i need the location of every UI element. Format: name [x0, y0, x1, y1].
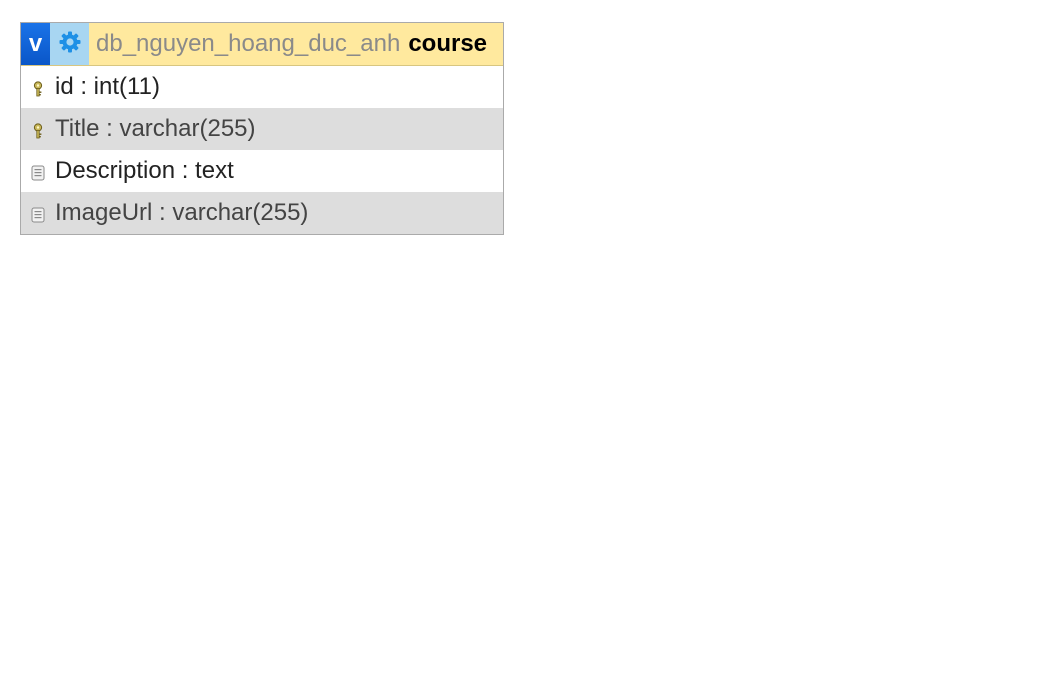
- column-label: ImageUrl : varchar(255): [55, 199, 309, 226]
- toggle-label: v: [28, 30, 43, 57]
- gear-icon: [58, 30, 82, 59]
- column-label: id : int(11): [55, 73, 160, 100]
- table-options-button[interactable]: [50, 23, 89, 65]
- column-row-id[interactable]: id : int(11): [21, 66, 503, 108]
- column-row-imageurl[interactable]: ImageUrl : varchar(255): [21, 192, 503, 234]
- column-row-title[interactable]: Title : varchar(255): [21, 108, 503, 150]
- primary-key-icon: [21, 119, 55, 139]
- column-icon: [21, 203, 55, 223]
- table-header[interactable]: v: [21, 23, 503, 66]
- database-name: db_nguyen_hoang_duc_anh: [96, 30, 401, 57]
- column-label: Description : text: [55, 157, 234, 184]
- designer-table-course[interactable]: v: [20, 22, 504, 235]
- column-label: Title : varchar(255): [55, 115, 256, 142]
- column-row-description[interactable]: Description : text: [21, 150, 503, 192]
- table-name: course: [408, 30, 488, 57]
- table-title[interactable]: db_nguyen_hoang_duc_anh course: [89, 30, 487, 58]
- toggle-columns-button[interactable]: v: [21, 23, 50, 65]
- primary-key-icon: [21, 77, 55, 97]
- column-icon: [21, 161, 55, 181]
